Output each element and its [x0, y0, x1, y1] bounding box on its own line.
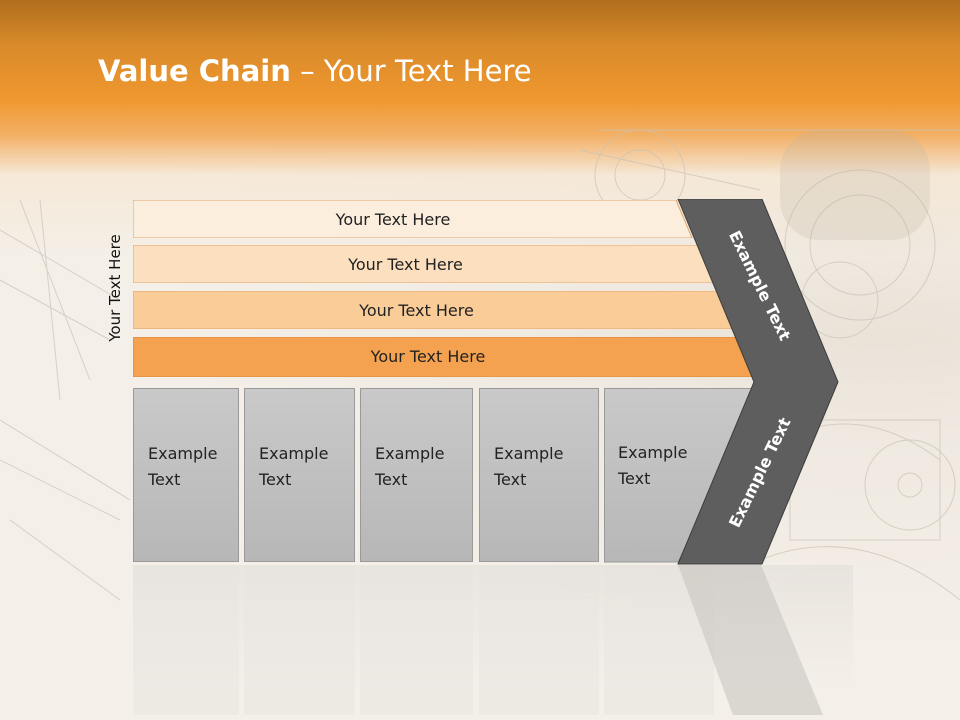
value-chain-row-1[interactable]: Your Text Here [133, 200, 693, 238]
row-label: Your Text Here [335, 209, 451, 229]
value-chain-chevron[interactable] [676, 199, 842, 565]
activity-box-3[interactable]: Example Text [360, 388, 473, 562]
activity-box-4[interactable]: Example Text [479, 388, 599, 562]
row-label: Your Text Here [348, 254, 463, 274]
activity-box-1[interactable]: Example Text [133, 388, 239, 562]
activity-box-5[interactable]: Example Text [618, 443, 688, 488]
page-title: Value Chain – Your Text Here [98, 54, 532, 88]
value-chain-row-2[interactable]: Your Text Here [133, 245, 718, 283]
activity-box-2[interactable]: Example Text [244, 388, 355, 562]
row-label: Your Text Here [359, 300, 474, 320]
activity-box-5-shape [604, 388, 762, 563]
side-label: Your Text Here [106, 234, 124, 342]
row-label: Your Text Here [370, 346, 486, 366]
boxes-reflection [133, 565, 853, 715]
value-chain-row-3[interactable]: Your Text Here [133, 291, 740, 329]
value-chain-row-4[interactable]: Your Text Here [133, 337, 763, 377]
